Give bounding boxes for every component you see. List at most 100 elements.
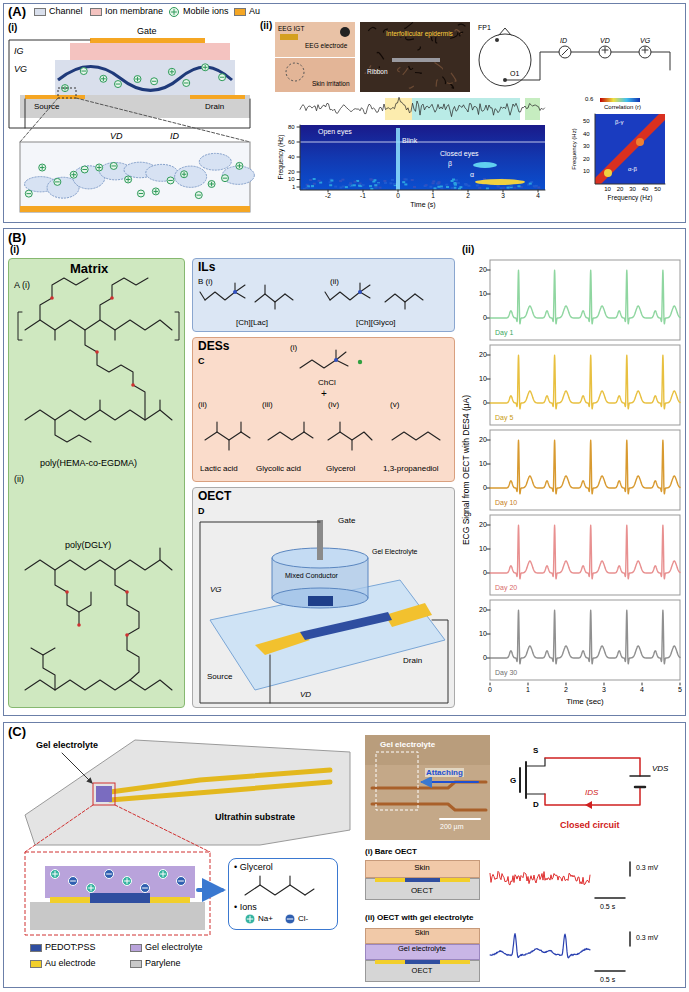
spectrogram-cell bbox=[345, 186, 348, 188]
ion-sign bbox=[184, 82, 188, 83]
node-text: ChCl bbox=[318, 378, 336, 387]
tick bbox=[538, 190, 539, 192]
node-title: (B) bbox=[8, 231, 26, 246]
ion-sign bbox=[239, 164, 240, 168]
oxygen-atom bbox=[65, 590, 69, 594]
chemical-bond bbox=[54, 330, 55, 340]
spectrogram-cell bbox=[334, 186, 337, 188]
legend-text: Mobile ions bbox=[183, 6, 229, 16]
spectrogram bbox=[300, 125, 545, 190]
spectrogram-cell bbox=[318, 180, 321, 182]
tick bbox=[487, 379, 490, 380]
tick bbox=[297, 142, 300, 143]
spectrogram-cell bbox=[535, 185, 538, 187]
node-title: (A) bbox=[8, 5, 26, 20]
scale-bar bbox=[595, 970, 625, 972]
scale-bar bbox=[629, 932, 631, 946]
figure-label: Frequency (Hz) bbox=[608, 194, 653, 201]
figure-label: S bbox=[533, 746, 538, 755]
mixed-conductor bbox=[308, 596, 333, 606]
chemical-bond bbox=[55, 420, 91, 442]
correlation-spot bbox=[636, 138, 644, 146]
node-text: Na+ bbox=[258, 914, 273, 923]
figure-label: VG bbox=[14, 64, 27, 74]
chemical-bond bbox=[404, 302, 405, 309]
ion-sign bbox=[205, 65, 206, 69]
skin-photo bbox=[275, 22, 355, 57]
tick bbox=[363, 190, 364, 192]
chemical-bond bbox=[40, 278, 88, 320]
figure-label: 1 bbox=[431, 192, 435, 199]
ion-symbol bbox=[110, 162, 117, 169]
chemical-bond bbox=[216, 422, 217, 432]
chemical-bond bbox=[241, 432, 250, 438]
node-text: (iii) bbox=[262, 400, 273, 409]
node-title: OECT bbox=[412, 967, 433, 976]
ion-symbol bbox=[168, 68, 175, 75]
ion-sign bbox=[223, 178, 227, 179]
figure-label: Time (s) bbox=[410, 201, 435, 209]
figure-label: 0 bbox=[396, 192, 400, 199]
battery-plate bbox=[630, 775, 650, 777]
tick bbox=[487, 525, 490, 526]
spectrogram-cell bbox=[445, 184, 448, 186]
wire bbox=[270, 655, 271, 703]
ion-sign bbox=[171, 70, 172, 74]
hair-strand bbox=[409, 66, 413, 70]
panel-box: MatrixA (i)poly(HEMA-co-EGDMA)(ii)poly(D… bbox=[3, 228, 686, 716]
chemical-bond bbox=[325, 292, 330, 300]
scale-bar bbox=[629, 862, 631, 876]
spectrogram-cell bbox=[329, 181, 332, 183]
tick bbox=[642, 683, 643, 685]
au-electrode bbox=[375, 960, 405, 964]
legend-text: Parylene bbox=[145, 958, 181, 968]
leader-line bbox=[62, 753, 92, 783]
skin-layer: Skin bbox=[365, 928, 480, 944]
spectrogram-cell bbox=[319, 182, 322, 184]
spectrogram-cell bbox=[454, 184, 457, 186]
figure-label: 20 bbox=[479, 436, 487, 444]
tick bbox=[487, 464, 490, 465]
spectrogram-cell bbox=[377, 182, 380, 184]
ecg-trace bbox=[490, 610, 680, 664]
power-line-band bbox=[300, 142, 545, 143]
figure-label: 4 bbox=[640, 686, 644, 694]
figure-label: 5 bbox=[678, 686, 682, 694]
illustration bbox=[3, 3, 686, 223]
channel bbox=[55, 60, 235, 95]
scale-bar bbox=[440, 818, 480, 820]
figure-label: 60 bbox=[288, 139, 295, 146]
oect-box: OECTDGateVGVDSourceDrainMixed ConductorG… bbox=[192, 487, 455, 708]
au-electrode bbox=[440, 878, 470, 882]
ion-sign bbox=[197, 195, 201, 196]
noisy-signal bbox=[490, 871, 590, 885]
wire bbox=[200, 522, 448, 703]
correlation-map bbox=[595, 114, 665, 184]
ion-symbol bbox=[114, 81, 121, 88]
ion-sign bbox=[220, 77, 224, 78]
ion-sign bbox=[27, 193, 31, 194]
figure-label: 20 bbox=[617, 186, 624, 193]
au-electrode bbox=[375, 878, 405, 882]
spectrogram-cell bbox=[358, 185, 361, 187]
spectrogram-cell bbox=[311, 186, 314, 188]
figure-label: Day 5 bbox=[495, 414, 513, 422]
ribbon-device bbox=[392, 58, 440, 62]
figure-label: Day 30 bbox=[495, 669, 517, 677]
chemical-bond bbox=[255, 294, 285, 302]
node-title: OECT bbox=[198, 490, 231, 504]
chemical-bond bbox=[274, 302, 275, 309]
figure-label: 20 bbox=[479, 606, 487, 614]
ion-sign bbox=[112, 165, 116, 166]
zoom-line bbox=[115, 805, 210, 852]
node-text: Glycerol bbox=[326, 464, 355, 473]
chemical-bond bbox=[330, 292, 360, 300]
illustration bbox=[3, 722, 686, 988]
node-text: Lactic acid bbox=[200, 464, 238, 473]
ion-symbol bbox=[285, 914, 295, 924]
chemical-bond bbox=[339, 422, 340, 432]
repeat-bracket bbox=[175, 312, 179, 340]
ion-sign bbox=[91, 886, 92, 891]
spectrogram-cell bbox=[513, 187, 516, 189]
plot-frame bbox=[490, 260, 680, 340]
